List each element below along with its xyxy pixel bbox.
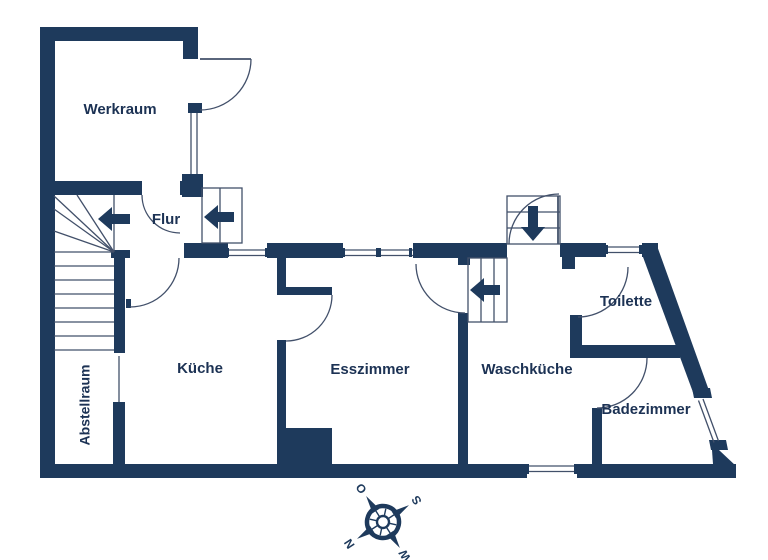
room-label-badezimmer: Badezimmer [601, 401, 690, 418]
wall-segment [180, 181, 203, 195]
room-label-toilette: Toilette [600, 293, 652, 310]
wall-segment [40, 464, 527, 478]
door-badezimmer [596, 357, 648, 409]
stairs-winder-main [53, 194, 115, 351]
wall-segment [592, 408, 602, 464]
wall-segment [277, 340, 286, 464]
stair-arrow-left-icon [470, 278, 500, 302]
room-label-werkraum: Werkraum [83, 101, 156, 118]
wall-segment [267, 243, 343, 258]
room-labels: Werkraum Flur Küche Esszimmer Waschküche… [77, 101, 691, 445]
door-entrance-exterior [508, 193, 560, 245]
wall-segment [560, 243, 606, 257]
direction-arrows [98, 205, 545, 302]
diagonal-wall-upper [643, 243, 711, 395]
wall-segment [183, 41, 198, 59]
wall-segment [458, 258, 470, 265]
wall-segment [413, 243, 507, 258]
compass-spokes [369, 508, 397, 536]
entrance-arrow-down-icon [521, 206, 545, 241]
wall-segment [114, 256, 125, 353]
wall-segment [111, 250, 130, 258]
room-label-flur: Flur [152, 211, 180, 228]
window-badezimmer-diagonal [697, 398, 720, 443]
room-label-esszimmer: Esszimmer [330, 361, 409, 378]
compass-hub [375, 514, 391, 530]
compass-label-n: N [341, 536, 357, 551]
door-werkraum-flur [141, 194, 181, 234]
wall-segment [113, 402, 125, 466]
wall-segment [40, 27, 198, 41]
room-label-kueche: Küche [177, 360, 223, 377]
compass-ray-north [357, 525, 375, 539]
compass-label-o: O [353, 481, 370, 496]
wall-segment [277, 287, 332, 295]
door-werkraum-exterior [199, 58, 252, 111]
wall-segment [184, 243, 228, 258]
compass-ray-east [366, 496, 380, 514]
compass-label-s: S [408, 493, 424, 507]
door-flur-kueche [129, 257, 180, 308]
diagonal-window-cap [692, 388, 712, 398]
wall-segment [54, 181, 142, 195]
compass-ray-west [386, 530, 400, 548]
door-esszimmer-waschkueche [415, 263, 466, 314]
wall-segment [188, 103, 202, 113]
wall-segment [562, 256, 575, 269]
room-label-waschkueche: Waschküche [481, 361, 572, 378]
stair-arrow-left-icon [98, 207, 130, 231]
compass-label-w: W [395, 546, 413, 560]
door-toilette [577, 266, 629, 318]
wall-segment [577, 464, 736, 478]
wall-segment [577, 345, 680, 358]
window-kueche-north [226, 248, 268, 257]
window-waschkueche-south [526, 464, 577, 474]
compass-ray-south [391, 505, 409, 519]
room-label-abstellraum: Abstellraum [77, 365, 93, 446]
wall-segment [277, 258, 286, 295]
doors [118, 58, 648, 409]
compass-ring [364, 503, 402, 541]
chimney-block [282, 428, 332, 464]
window-esszimmer-north [342, 248, 413, 257]
window-werkraum-east [190, 113, 198, 174]
door-kueche-esszimmer [285, 294, 333, 342]
walls [40, 27, 736, 478]
windows [190, 113, 720, 474]
wall-segment [40, 27, 55, 478]
stairs [53, 187, 561, 351]
door-leaf-nub [126, 299, 131, 308]
wall-segment [458, 313, 468, 464]
diagonal-wall-lower [711, 443, 736, 478]
stair-arrow-left-icon [204, 205, 234, 229]
window-toilette-north [605, 245, 642, 254]
